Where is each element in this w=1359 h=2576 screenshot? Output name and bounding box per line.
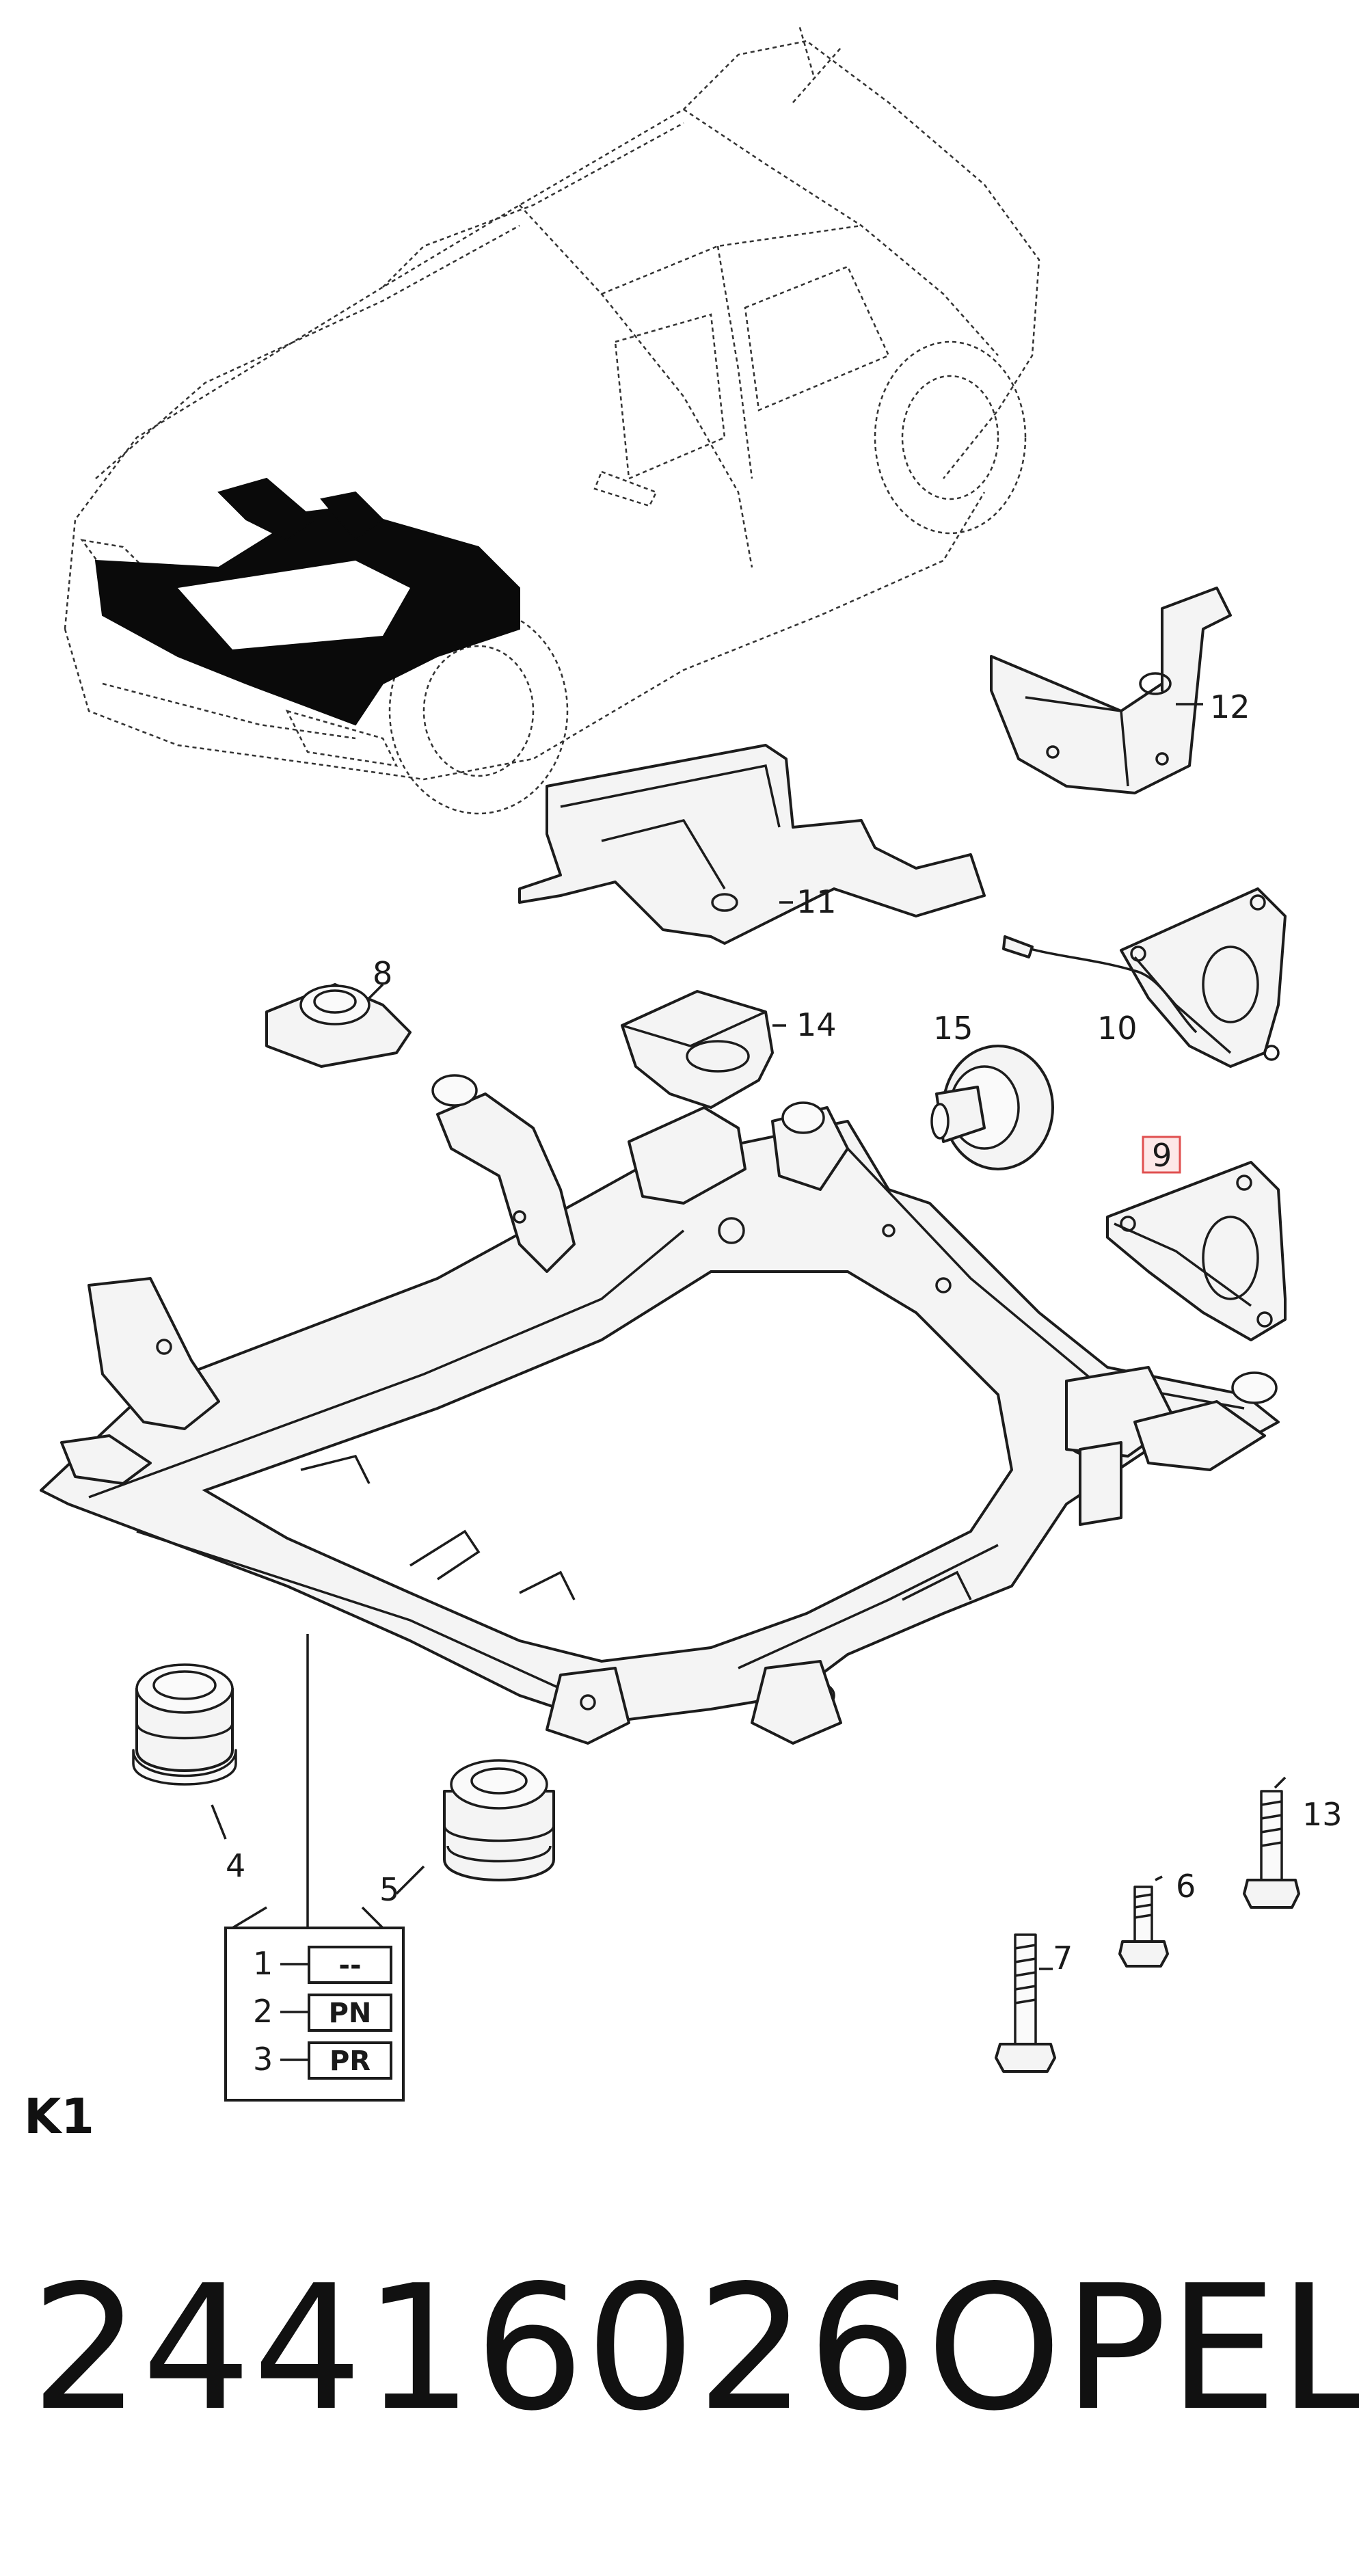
part-13-bolt	[1243, 1790, 1300, 1909]
part-14-cup-bracket	[621, 990, 774, 1109]
callout-9-highlight-box	[1142, 1136, 1181, 1174]
callout-9: 9	[1152, 1137, 1172, 1174]
callout-labels: 12 11 8 14 15 10 9 4 5 13 6 7	[226, 688, 1343, 1976]
callout-15: 15	[933, 1010, 973, 1047]
car-outline-sketch	[64, 27, 1040, 815]
subframe-main	[40, 1074, 1280, 1745]
callout-5: 5	[379, 1871, 399, 1908]
callout-7: 7	[1053, 1940, 1073, 1976]
variant-index: 3	[253, 2041, 273, 2078]
variant-row-2: 2 PN	[253, 1993, 392, 2032]
variant-table: 1 -- 2 PN 3 PR	[224, 1927, 405, 2102]
part-11-underbody-shield	[518, 744, 986, 945]
variant-index: 1	[253, 1945, 273, 1982]
brand-name: OPEL	[926, 2249, 1359, 2449]
part-number: 24416026	[31, 2249, 919, 2449]
variant-code: PN	[329, 1998, 372, 2029]
subframe-in-car-silhouette	[94, 477, 520, 726]
callout-12: 12	[1210, 688, 1250, 725]
part-12-bracket	[990, 587, 1232, 794]
callout-11: 11	[796, 883, 837, 920]
variant-index: 2	[253, 1993, 273, 2030]
leader-lines	[211, 703, 1287, 1970]
part-15-bushing	[930, 1045, 1054, 1170]
part-8-pad	[265, 983, 412, 1068]
callout-10: 10	[1097, 1010, 1138, 1047]
part-6-bolt	[1118, 1886, 1169, 1968]
variant-code: PR	[329, 2045, 371, 2077]
callout-14: 14	[796, 1006, 837, 1043]
callout-8: 8	[373, 955, 392, 992]
variant-code: --	[338, 1950, 361, 1981]
part-5-bushing	[443, 1759, 555, 1881]
variant-row-1: 1 --	[253, 1945, 392, 1984]
part-9-bracket	[1106, 1161, 1287, 1341]
callout-13: 13	[1302, 1796, 1343, 1833]
variant-row-3: 3 PR	[253, 2041, 392, 2080]
part-4-bushing	[132, 1663, 237, 1786]
group-label: K1	[24, 2089, 94, 2145]
callout-4: 4	[226, 1847, 245, 1884]
part-10-bracket	[1002, 887, 1287, 1068]
part-7-bolt	[995, 1933, 1056, 2073]
callout-6: 6	[1176, 1868, 1196, 1905]
